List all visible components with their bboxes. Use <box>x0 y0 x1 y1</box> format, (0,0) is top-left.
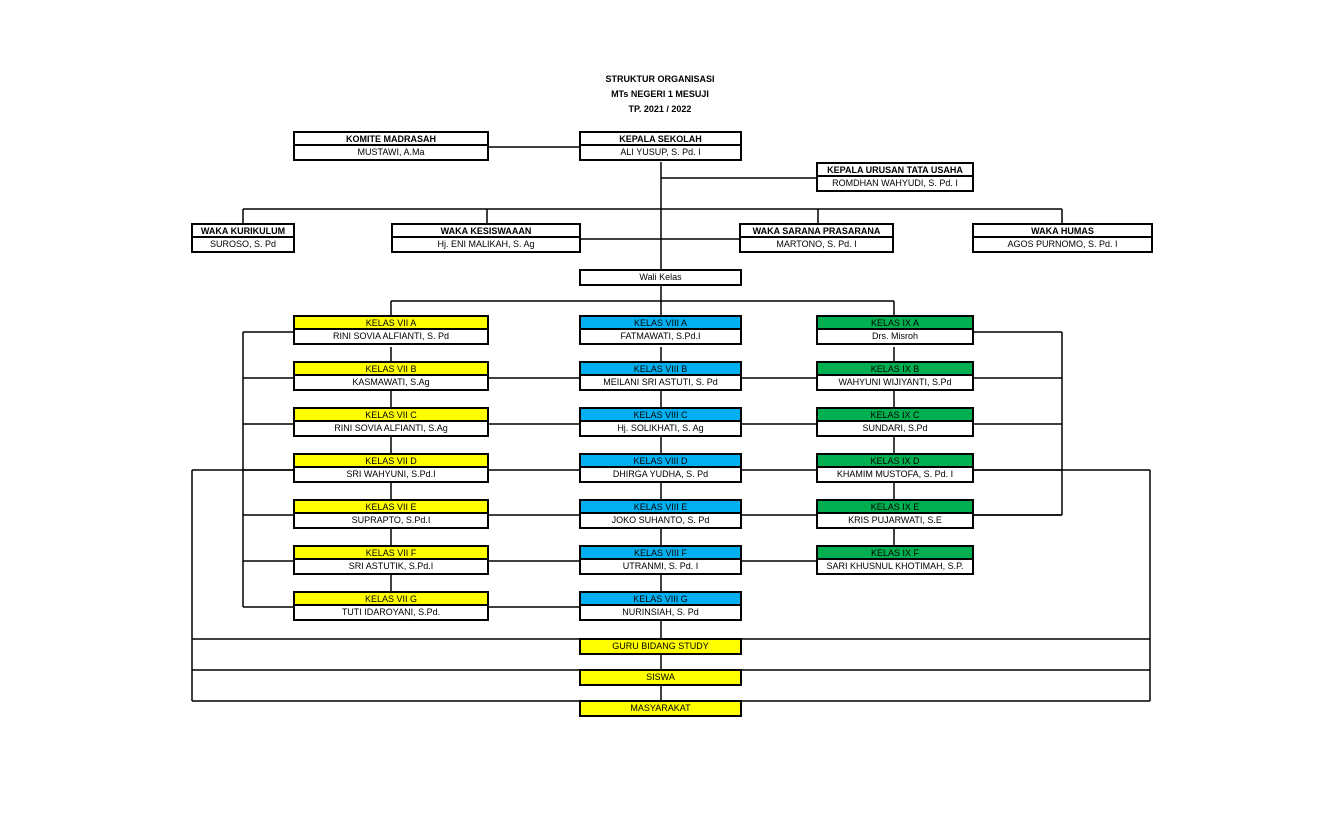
kelas-label: KELAS VIII C <box>581 409 740 422</box>
wali-kelas-name: KHAMIM MUSTOFA, S. Pd. I <box>836 469 954 479</box>
title-line-1: STRUKTUR ORGANISASI <box>605 74 715 84</box>
wali-kelas-name: DHIRGA YUDHA, S. Pd <box>612 469 709 479</box>
kelas-label: KELAS IX A <box>818 317 972 330</box>
kelas-label: KELAS VIII D <box>581 455 740 468</box>
waka-kesiswaan-name: Hj. ENI MALIKAH, S. Ag <box>437 239 535 249</box>
wali-kelas-name: RINI SOVIA ALFIANTI, S.Ag <box>334 423 448 433</box>
komite-title: KOMITE MADRASAH <box>295 133 487 146</box>
kepala-title: KEPALA SEKOLAH <box>581 133 740 146</box>
kelas-label: KELAS IX C <box>818 409 972 422</box>
tata-usaha-box: KEPALA URUSAN TATA USAHA ROMDHAN WAHYUDI… <box>816 162 974 192</box>
wali-kelas-name: TUTI IDAROYANI, S.Pd. <box>341 607 441 617</box>
kelas-label: KELAS VII G <box>295 593 487 606</box>
kelas-label: KELAS VII C <box>295 409 487 422</box>
waka-sarana-title: WAKA SARANA PRASARANA <box>741 225 892 238</box>
kelas-label: KELAS IX F <box>818 547 972 560</box>
wali-kelas-name: KASMAWATI, S.Ag <box>352 377 430 387</box>
kelas-label: KELAS VIII G <box>581 593 740 606</box>
wali-kelas-name: Drs. Misroh <box>871 331 918 341</box>
wali-kelas-name: NURINSIAH, S. Pd <box>622 607 699 617</box>
waka-humas-box: WAKA HUMAS AGOS PURNOMO, S. Pd. I <box>972 223 1153 253</box>
wali-kelas-box: Wali Kelas <box>579 269 742 286</box>
kelas-label: KELAS VII D <box>295 455 487 468</box>
kepala-sekolah-box: KEPALA SEKOLAH ALI YUSUP, S. Pd. I <box>579 131 742 161</box>
wali-kelas-name: JOKO SUHANTO, S. Pd <box>611 515 710 525</box>
kepala-name: ALI YUSUP, S. Pd. I <box>620 147 701 157</box>
wali-kelas-name: SUPRAPTO, S.Pd.I <box>351 515 431 525</box>
wali-kelas-name: RINI SOVIA ALFIANTI, S. Pd <box>332 331 450 341</box>
kelas-label: KELAS VIII A <box>581 317 740 330</box>
wali-kelas-name: MEILANI SRI ASTUTI, S. Pd <box>603 377 718 387</box>
waka-kurikulum-box: WAKA KURIKULUM SUROSO, S. Pd <box>191 223 295 253</box>
kelas-label: KELAS VII A <box>295 317 487 330</box>
wali-kelas-name: SRI ASTUTIK, S.Pd.I <box>348 561 434 571</box>
waka-humas-title: WAKA HUMAS <box>974 225 1151 238</box>
tu-title: KEPALA URUSAN TATA USAHA <box>818 164 972 177</box>
kelas-label: KELAS VII F <box>295 547 487 560</box>
komite-name: MUSTAWI, A.Ma <box>357 147 425 157</box>
siswa-box: SISWA <box>579 669 742 686</box>
komite-box: KOMITE MADRASAH MUSTAWI, A.Ma <box>293 131 489 161</box>
waka-humas-name: AGOS PURNOMO, S. Pd. I <box>1007 239 1118 249</box>
waka-kurikulum-title: WAKA KURIKULUM <box>193 225 293 238</box>
wali-kelas-name: FATMAWATI, S.Pd.I <box>620 331 701 341</box>
kelas-label: KELAS VII E <box>295 501 487 514</box>
masyarakat-box: MASYARAKAT <box>579 700 742 717</box>
guru-bidang-study-box: GURU BIDANG STUDY <box>579 638 742 655</box>
kelas-label: KELAS IX D <box>818 455 972 468</box>
waka-sarana-box: WAKA SARANA PRASARANA MARTONO, S. Pd. I <box>739 223 894 253</box>
waka-sarana-name: MARTONO, S. Pd. I <box>776 239 857 249</box>
tu-name: ROMDHAN WAHYUDI, S. Pd. I <box>832 178 958 188</box>
kelas-label: KELAS VIII B <box>581 363 740 376</box>
waka-kesiswaan-title: WAKA KESISWAAAN <box>393 225 579 238</box>
title-line-2: MTs NEGERI 1 MESUJI <box>611 89 709 99</box>
waka-kurikulum-name: SUROSO, S. Pd <box>209 239 277 249</box>
waka-kesiswaan-box: WAKA KESISWAAAN Hj. ENI MALIKAH, S. Ag <box>391 223 581 253</box>
wali-kelas-name: Hj. SOLIKHATI, S. Ag <box>617 423 704 433</box>
kelas-label: KELAS IX E <box>818 501 972 514</box>
wali-kelas-name: SARI KHUSNUL KHOTIMAH, S.P. <box>826 561 964 571</box>
kelas-label: KELAS VII B <box>295 363 487 376</box>
wali-kelas-name: UTRANMI, S. Pd. I <box>622 561 699 571</box>
kelas-label: KELAS IX B <box>818 363 972 376</box>
wali-kelas-name: WAHYUNI WIJIYANTI, S.Pd <box>838 377 952 387</box>
kelas-label: KELAS VIII E <box>581 501 740 514</box>
wali-kelas-name: SUNDARI, S.Pd <box>862 423 928 433</box>
kelas-label: KELAS VIII F <box>581 547 740 560</box>
wali-kelas-name: KRIS PUJARWATI, S.E <box>848 515 942 525</box>
wali-kelas-name: SRI WAHYUNI, S.Pd.I <box>346 469 436 479</box>
title-line-3: TP. 2021 / 2022 <box>628 104 692 114</box>
